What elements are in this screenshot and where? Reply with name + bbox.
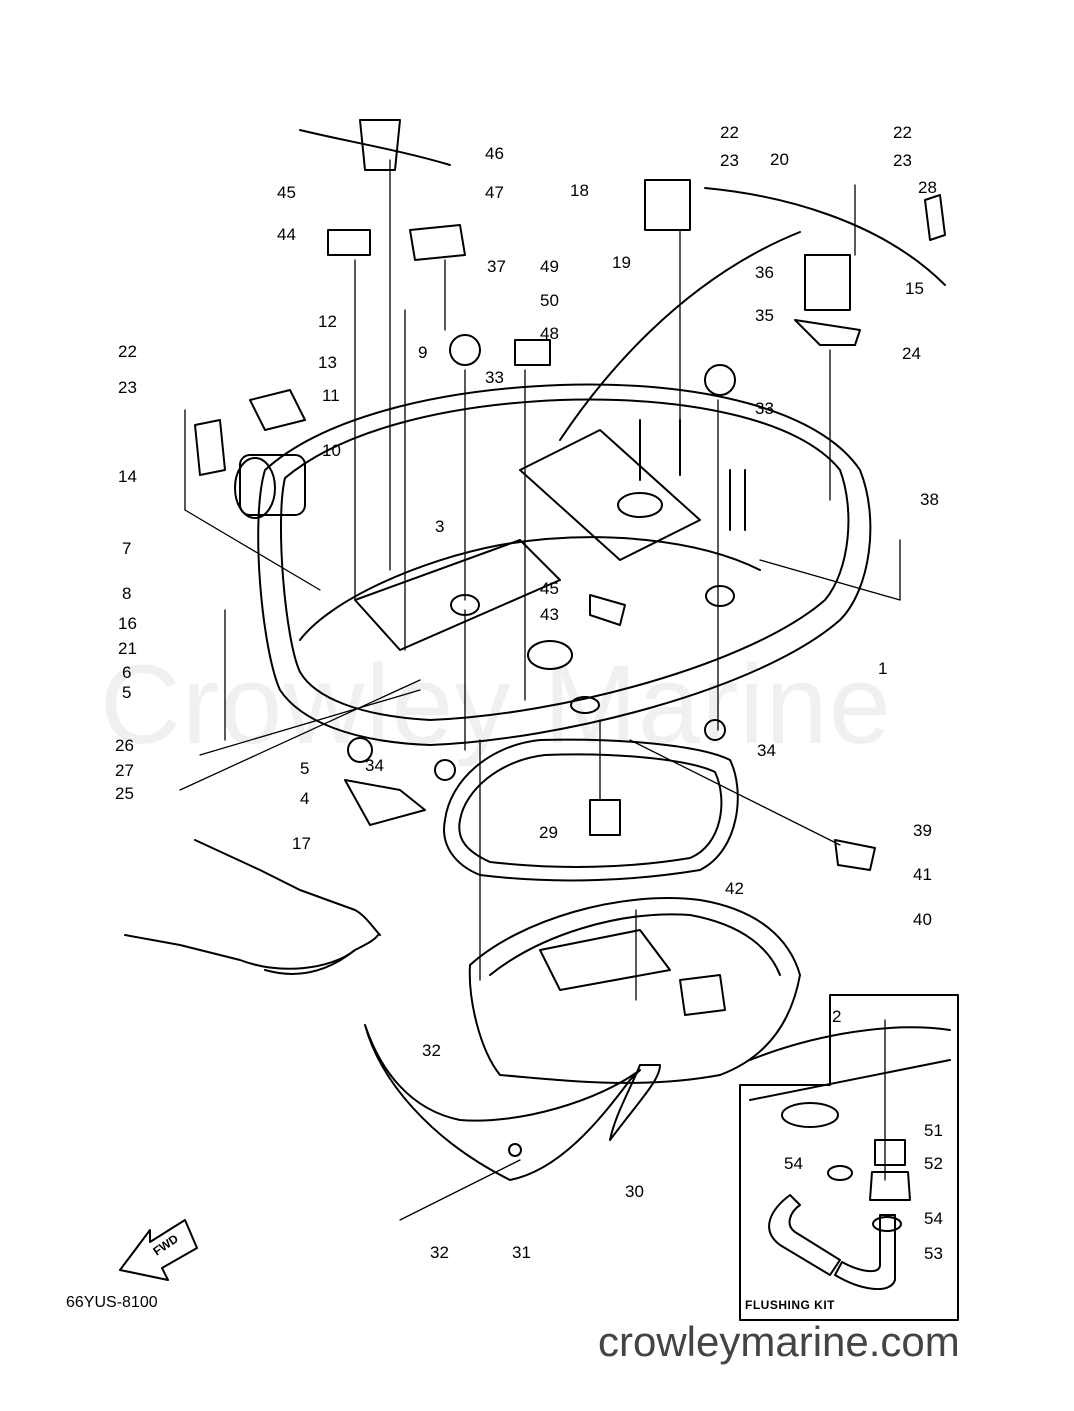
callout: 44 xyxy=(277,225,296,244)
callout: 14 xyxy=(118,467,137,486)
lower-cover xyxy=(468,897,801,1084)
callout: 34 xyxy=(757,741,776,760)
callout: 20 xyxy=(770,150,789,169)
callout: 22 xyxy=(720,123,739,142)
callout: 54 xyxy=(784,1154,803,1173)
callout: 54 xyxy=(924,1209,943,1228)
callout: 43 xyxy=(540,605,559,624)
callout: 50 xyxy=(540,291,559,310)
callout: 7 xyxy=(122,539,132,558)
callout: 6 xyxy=(122,663,132,682)
callout: 32 xyxy=(422,1041,441,1060)
callout: 53 xyxy=(924,1244,943,1263)
watermark: Crowley Marine xyxy=(100,642,892,767)
callout: 34 xyxy=(365,756,384,775)
callout: 2 xyxy=(832,1007,842,1026)
callout: 41 xyxy=(913,865,932,884)
callout: 22 xyxy=(118,342,137,361)
callout: 5 xyxy=(122,683,132,702)
apron xyxy=(364,1024,641,1181)
callout: 37 xyxy=(487,257,506,276)
inset-title: FLUSHING KIT xyxy=(745,1298,835,1312)
callout: 48 xyxy=(540,324,559,343)
callout: 23 xyxy=(720,151,739,170)
leader-lines xyxy=(179,159,901,1221)
callout: 23 xyxy=(118,378,137,397)
callout: 45 xyxy=(540,579,559,598)
callout: 13 xyxy=(318,353,337,372)
callout: 22 xyxy=(893,123,912,142)
callout: 40 xyxy=(913,910,932,929)
callout: 4 xyxy=(300,789,310,808)
callout: 16 xyxy=(118,614,137,633)
callout: 10 xyxy=(322,441,341,460)
callout: 52 xyxy=(924,1154,943,1173)
drawing-code: 66YUS-8100 xyxy=(66,1294,158,1311)
callout: 26 xyxy=(115,736,134,755)
small-parts xyxy=(194,119,946,871)
callout: 17 xyxy=(292,834,311,853)
callout: 49 xyxy=(540,257,559,276)
callout: 35 xyxy=(755,306,774,325)
callout: 3 xyxy=(435,517,445,536)
callout: 38 xyxy=(920,490,939,509)
callout: 8 xyxy=(122,584,132,603)
callout: 36 xyxy=(755,263,774,282)
callout: 25 xyxy=(115,784,134,803)
callout: 23 xyxy=(893,151,912,170)
callout: 33 xyxy=(485,368,504,387)
callout: 21 xyxy=(118,639,137,658)
callout: 39 xyxy=(913,821,932,840)
callout: 29 xyxy=(539,823,558,842)
callout: 19 xyxy=(612,253,631,272)
callout: 33 xyxy=(755,399,774,418)
callout: 9 xyxy=(418,343,428,362)
callout: 28 xyxy=(918,178,937,197)
callout: 11 xyxy=(322,386,340,405)
cables xyxy=(124,129,946,975)
callout: 27 xyxy=(115,761,134,780)
fwd-arrow-icon xyxy=(119,1219,198,1281)
callout: 18 xyxy=(570,181,589,200)
bottom-cowling xyxy=(257,383,872,746)
callout: 5 xyxy=(300,759,310,778)
callout: 51 xyxy=(924,1121,943,1140)
callout: 47 xyxy=(485,183,504,202)
callout: 32 xyxy=(430,1243,449,1262)
callout: 24 xyxy=(902,344,921,363)
callout: 12 xyxy=(318,312,337,331)
callout: 45 xyxy=(277,183,296,202)
callout: 31 xyxy=(512,1243,531,1262)
flushing-kit-inset xyxy=(739,994,959,1321)
callout: 15 xyxy=(905,279,924,298)
callout: 1 xyxy=(878,659,888,678)
callout: 46 xyxy=(485,144,504,163)
website-url[interactable]: crowleymarine.com xyxy=(598,1318,960,1365)
callout: 30 xyxy=(625,1182,644,1201)
callout: 42 xyxy=(725,879,744,898)
